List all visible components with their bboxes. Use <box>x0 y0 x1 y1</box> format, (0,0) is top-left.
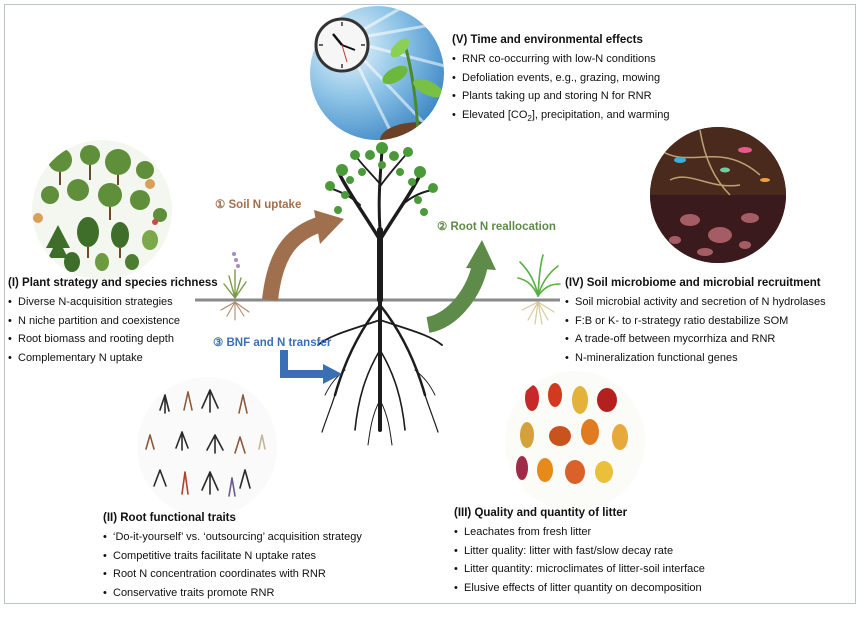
time-env-illustration <box>310 0 460 158</box>
section-title: (V) Time and environmental effects <box>452 34 669 46</box>
plant-strategy-section: (I) Plant strategy and species richness … <box>8 277 218 367</box>
list-item-text: ], precipitation, and warming <box>532 109 670 121</box>
list-item: N niche partition and coexistence <box>8 312 218 331</box>
clock-icon <box>316 19 368 71</box>
list-item: Root biomass and rooting depth <box>8 330 218 349</box>
plant-species-illustration <box>32 140 172 280</box>
section-title: (III) Quality and quantity of litter <box>454 507 705 519</box>
section-title: (I) Plant strategy and species richness <box>8 277 218 289</box>
small-plant-right <box>518 255 560 324</box>
list-item: A trade-off between mycorrhiza and RNR <box>565 330 826 349</box>
list-item-text: Elevated [CO <box>462 109 527 121</box>
small-plant-left <box>221 252 249 320</box>
root-reallocation-label: ② Root N reallocation <box>437 219 556 233</box>
list-item: Diverse N-acquisition strategies <box>8 293 218 312</box>
list-item: Litter quantity: microclimates of litter… <box>454 560 705 579</box>
list-item: Defoliation events, e.g., grazing, mowin… <box>452 69 669 88</box>
list-item: Soil microbial activity and secretion of… <box>565 293 826 312</box>
list-item: Competitive traits facilitate N uptake r… <box>103 547 362 566</box>
list-item: RNR co-occurring with low-N conditions <box>452 50 669 69</box>
list-item: Plants taking up and storing N for RNR <box>452 87 669 106</box>
autumn-leaves-illustration <box>505 371 645 511</box>
section-title: (IV) Soil microbiome and microbial recru… <box>565 277 826 289</box>
list-item: Elusive effects of litter quantity on de… <box>454 579 705 598</box>
list-item: Root N concentration coordinates with RN… <box>103 565 362 584</box>
list-item: Elevated [CO2], precipitation, and warmi… <box>452 106 669 129</box>
section-title: (II) Root functional traits <box>103 512 362 524</box>
list-item: ‘Do-it-yourself’ vs. ‘outsourcing’ acqui… <box>103 528 362 547</box>
litter-section: (III) Quality and quantity of litter Lea… <box>454 507 705 597</box>
list-item: Litter quality: litter with fast/slow de… <box>454 542 705 561</box>
root-types-illustration <box>137 377 277 517</box>
root-reallocation-arrow <box>428 240 496 325</box>
list-item: Conservative traits promote RNR <box>103 584 362 603</box>
bnf-transfer-arrow <box>284 350 342 384</box>
soil-microbiome-section: (IV) Soil microbiome and microbial recru… <box>565 277 826 367</box>
soil-microbes-illustration <box>650 127 786 265</box>
root-traits-section: (II) Root functional traits ‘Do-it-yours… <box>103 512 362 602</box>
list-item: Complementary N uptake <box>8 349 218 368</box>
list-item: F:B or K- to r-strategy ratio destabiliz… <box>565 312 826 331</box>
time-env-section: (V) Time and environmental effects RNR c… <box>452 34 669 128</box>
soil-uptake-arrow <box>270 210 344 300</box>
list-item: N-mineralization functional genes <box>565 349 826 368</box>
soil-uptake-label: ① Soil N uptake <box>215 197 301 211</box>
tree-with-roots-illustration <box>318 142 442 445</box>
list-item: Leachates from fresh litter <box>454 523 705 542</box>
bnf-transfer-label: ③ BNF and N transfer <box>213 335 331 349</box>
